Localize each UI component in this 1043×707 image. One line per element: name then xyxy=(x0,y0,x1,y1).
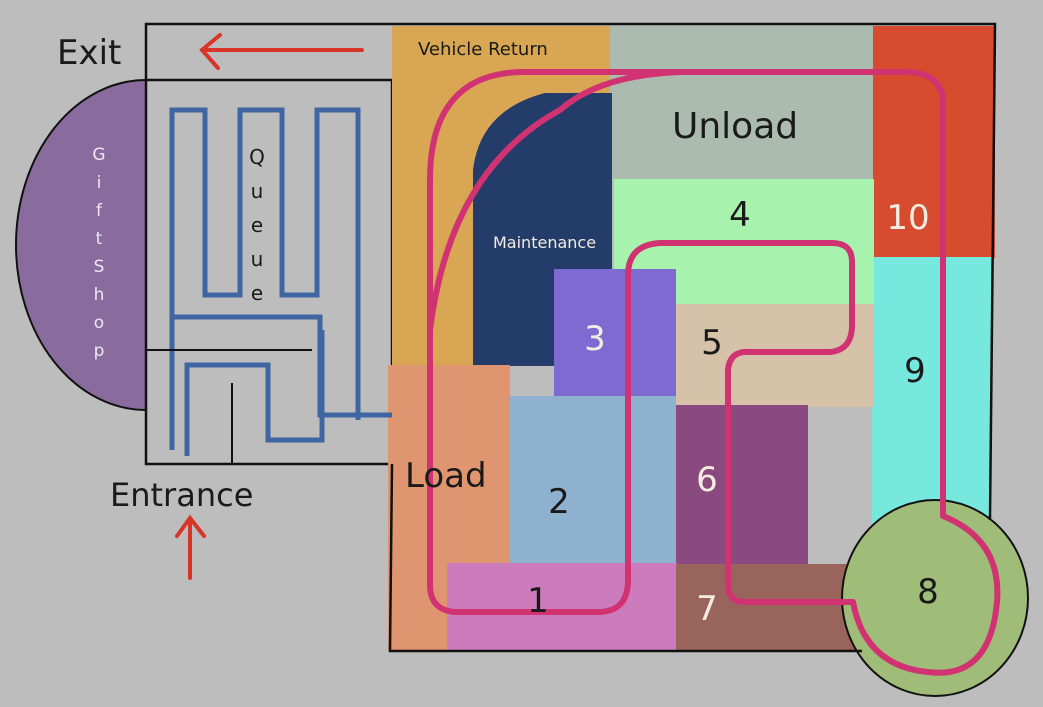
letter: e xyxy=(251,281,263,305)
queue-path xyxy=(169,107,392,456)
zone-7 xyxy=(676,564,861,651)
letter: p xyxy=(94,341,105,361)
zone-label-10: 10 xyxy=(886,198,929,238)
zone-1 xyxy=(447,563,677,651)
letter: o xyxy=(94,313,104,333)
zone-label-3: 3 xyxy=(584,319,606,359)
unload-label: Unload xyxy=(672,106,798,147)
letter: S xyxy=(94,257,105,277)
zone-label-1: 1 xyxy=(527,581,549,621)
exit-corridor xyxy=(144,22,392,80)
zone-label-5: 5 xyxy=(701,323,723,363)
load-label: Load xyxy=(405,456,487,496)
main-building-outline xyxy=(388,22,997,653)
zone-label-2: 2 xyxy=(548,482,570,522)
zone-3 xyxy=(554,269,676,396)
zone-label-6: 6 xyxy=(696,460,718,500)
zone-label-9: 9 xyxy=(904,351,926,391)
letter: e xyxy=(251,213,263,237)
letter: f xyxy=(96,201,103,221)
zone-label-4: 4 xyxy=(729,195,751,235)
zone-label-7: 7 xyxy=(696,589,718,629)
letter: u xyxy=(251,247,264,271)
ride-track xyxy=(427,69,1001,676)
letter: t xyxy=(96,229,103,249)
entrance-arrow-icon xyxy=(175,514,206,580)
entrance-label: Entrance xyxy=(110,476,253,514)
zone-9 xyxy=(872,257,992,547)
gift-shop-area xyxy=(15,78,147,412)
letter: h xyxy=(94,285,105,305)
letter: Q xyxy=(249,145,265,169)
zone-2 xyxy=(510,396,676,566)
vehicle-return-label: Vehicle Return xyxy=(418,39,548,60)
zone-10 xyxy=(873,26,995,258)
letter: u xyxy=(251,179,264,203)
exit-arrow-icon xyxy=(199,33,364,70)
exit-label: Exit xyxy=(57,33,121,73)
maintenance-label: Maintenance xyxy=(493,233,596,252)
zone-6 xyxy=(676,405,808,565)
letter: G xyxy=(92,145,105,165)
zone-label-8: 8 xyxy=(917,572,939,612)
unload-area xyxy=(610,26,875,179)
letter: i xyxy=(97,173,102,193)
zone-5 xyxy=(676,304,873,407)
